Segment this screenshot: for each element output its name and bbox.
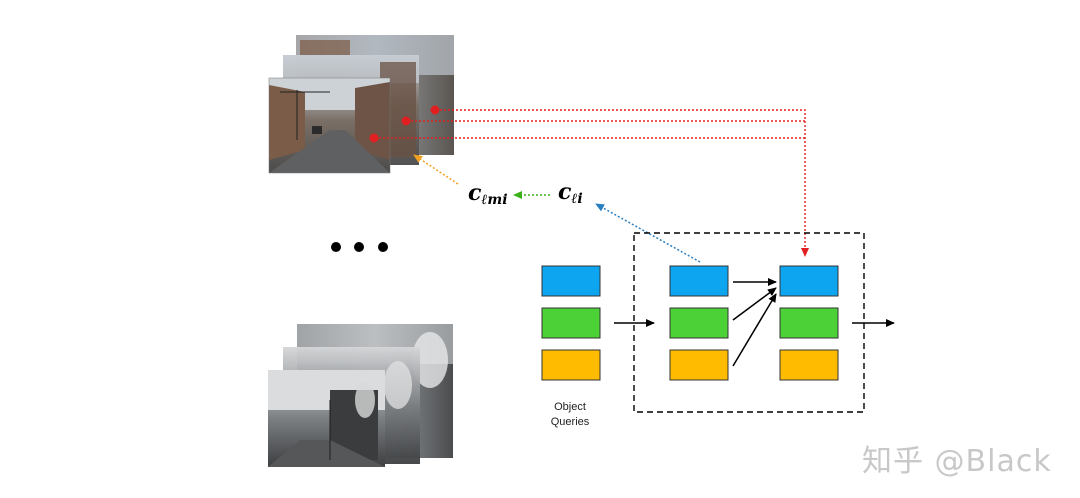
query-blue [541, 265, 601, 297]
red-dot-marker [401, 116, 411, 126]
object-queries-label-line2: Queries [551, 416, 590, 428]
query-green [541, 307, 601, 339]
projection-line [440, 109, 809, 257]
decoder-layer-box [633, 232, 865, 413]
updated-query-blue [779, 265, 839, 297]
object-queries: Object Queries [541, 265, 601, 428]
red-dot-marker [430, 105, 440, 115]
interaction-arrows [732, 278, 777, 367]
orange-arrow [413, 154, 459, 185]
updated-query-green [779, 307, 839, 339]
label-c-li: cℓi [558, 179, 583, 207]
label-c-lmi: cℓmi [468, 180, 508, 208]
object-queries-label-line1: Object [554, 401, 586, 413]
ellipsis-dots [331, 242, 388, 252]
query-yellow [541, 349, 601, 381]
camera-image-stack-bottom [268, 324, 453, 467]
red-dot-marker [369, 133, 379, 143]
camera-image-stack-top [268, 35, 454, 174]
layer-query-green [669, 307, 729, 339]
watermark: 知乎 @Black [862, 444, 1052, 479]
updated-query-yellow [779, 349, 839, 381]
layer-query-blue [669, 265, 729, 297]
projection-lines [379, 109, 809, 257]
layer-query-yellow [669, 349, 729, 381]
